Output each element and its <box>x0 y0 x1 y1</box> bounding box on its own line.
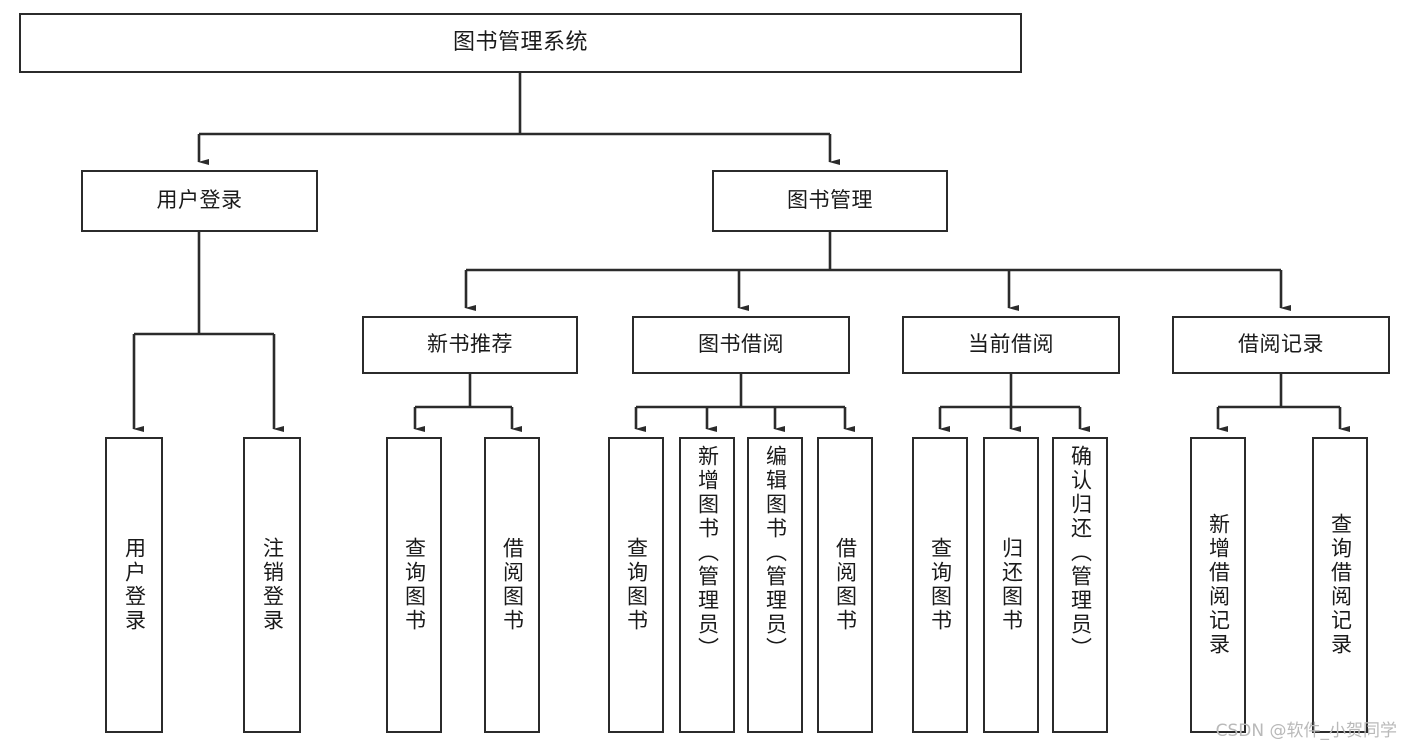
node-leaf-return-book-label: 归还图书 <box>999 537 1024 633</box>
node-user-login[interactable]: 用户登录 <box>81 170 318 232</box>
node-current-borrow-label: 当前借阅 <box>968 332 1054 357</box>
node-leaf-add-record[interactable]: 新增借阅记录 <box>1190 437 1246 733</box>
node-current-borrow[interactable]: 当前借阅 <box>902 316 1120 374</box>
node-book-borrow-label: 图书借阅 <box>698 332 784 357</box>
node-leaf-query-record[interactable]: 查询借阅记录 <box>1312 437 1368 733</box>
node-root[interactable]: 图书管理系统 <box>19 13 1022 73</box>
node-leaf-logout-label: 注销登录 <box>260 537 285 633</box>
node-new-book-rec-label: 新书推荐 <box>427 332 513 357</box>
node-leaf-add-book[interactable]: 新增图书（管理员） <box>679 437 735 733</box>
node-leaf-add-record-label: 新增借阅记录 <box>1206 513 1231 657</box>
node-leaf-query-book-label: 查询图书 <box>624 537 649 633</box>
node-book-borrow[interactable]: 图书借阅 <box>632 316 850 374</box>
node-root-label: 图书管理系统 <box>452 29 588 55</box>
node-book-manage[interactable]: 图书管理 <box>712 170 948 232</box>
node-new-book-rec[interactable]: 新书推荐 <box>362 316 578 374</box>
node-leaf-query-book[interactable]: 查询图书 <box>608 437 664 733</box>
node-leaf-query-record-label: 查询借阅记录 <box>1328 513 1353 657</box>
node-leaf-return-book[interactable]: 归还图书 <box>983 437 1039 733</box>
node-leaf-user-login[interactable]: 用户登录 <box>105 437 163 733</box>
node-leaf-user-login-label: 用户登录 <box>122 537 147 633</box>
node-leaf-add-book-label: 新增图书（管理员） <box>695 445 720 661</box>
node-leaf-edit-book-label: 编辑图书（管理员） <box>763 445 788 661</box>
node-leaf-confirm-return-label: 确认归还（管理员） <box>1068 445 1093 661</box>
node-leaf-logout[interactable]: 注销登录 <box>243 437 301 733</box>
node-leaf-query-book-rec[interactable]: 查询图书 <box>386 437 442 733</box>
node-user-login-label: 用户登录 <box>156 188 243 213</box>
node-leaf-query-book-cur-label: 查询图书 <box>928 537 953 633</box>
node-leaf-edit-book[interactable]: 编辑图书（管理员） <box>747 437 803 733</box>
node-leaf-query-book-rec-label: 查询图书 <box>402 537 427 633</box>
node-leaf-borrow-book[interactable]: 借阅图书 <box>817 437 873 733</box>
node-leaf-borrow-book-rec[interactable]: 借阅图书 <box>484 437 540 733</box>
node-leaf-query-book-cur[interactable]: 查询图书 <box>912 437 968 733</box>
node-leaf-borrow-book-label: 借阅图书 <box>833 537 858 633</box>
node-leaf-borrow-book-rec-label: 借阅图书 <box>500 537 525 633</box>
node-borrow-record[interactable]: 借阅记录 <box>1172 316 1390 374</box>
node-borrow-record-label: 借阅记录 <box>1238 332 1324 357</box>
csdn-watermark: CSDN @软件_小贺同学 <box>1215 721 1397 741</box>
node-leaf-confirm-return[interactable]: 确认归还（管理员） <box>1052 437 1108 733</box>
node-book-manage-label: 图书管理 <box>787 188 873 213</box>
